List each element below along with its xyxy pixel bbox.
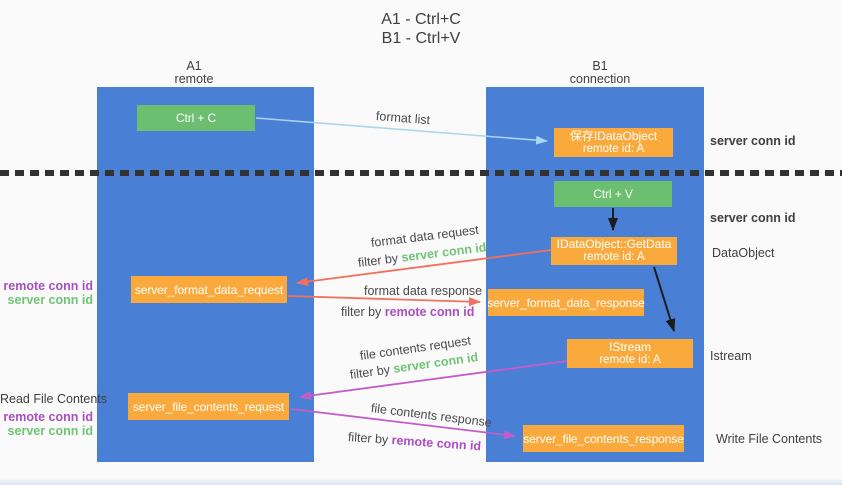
node-server-format-data-response[interactable]: server_format_data_response bbox=[487, 289, 645, 316]
node-istream-line1: IStream bbox=[608, 339, 651, 354]
node-save-idataobject-line2: remote id: A bbox=[582, 142, 645, 155]
title-line-2: B1 - Ctrl+V bbox=[381, 30, 461, 47]
format-data-response-label: format data response bbox=[364, 284, 483, 298]
remote-conn-id-label-left-1: remote conn id bbox=[3, 279, 93, 293]
read-file-contents-label: Read File Contents bbox=[0, 392, 108, 406]
filter-by-text: filter by bbox=[341, 305, 382, 319]
write-file-contents-label: Write File Contents bbox=[716, 432, 823, 446]
left-conn-id-group-2: remote conn id server conn id bbox=[0, 410, 93, 438]
column-a1-name: A1 bbox=[186, 59, 202, 73]
node-idataobject-getdata[interactable]: IDataObject::GetData remote id: A bbox=[551, 237, 677, 265]
node-server-format-data-request[interactable]: server_format_data_request bbox=[131, 276, 287, 303]
format-list-label: format list bbox=[375, 109, 431, 128]
server-conn-id-label-left-1: server conn id bbox=[7, 293, 93, 307]
server-conn-id-label-top-right: server conn id bbox=[710, 134, 796, 148]
column-b1-name: B1 bbox=[592, 59, 608, 73]
node-server-file-contents-response[interactable]: server_file_contents_response bbox=[523, 425, 684, 452]
remote-conn-id-label-left-2: remote conn id bbox=[3, 410, 93, 424]
node-ctrl-c[interactable]: Ctrl + C bbox=[137, 105, 255, 131]
server-conn-id-label-left-2: server conn id bbox=[7, 424, 93, 438]
node-ctrl-v[interactable]: Ctrl + V bbox=[554, 181, 672, 207]
remote-conn-id-text: remote conn id bbox=[384, 305, 475, 319]
file-contents-response-label: file contents response bbox=[370, 401, 493, 430]
file-contents-response-filter-label: filter by remote conn id bbox=[348, 430, 482, 453]
column-a1-subtitle: remote bbox=[174, 72, 214, 86]
column-header-a1: A1 remote bbox=[144, 60, 244, 86]
node-server-file-contents-request[interactable]: server_file_contents_request bbox=[128, 393, 289, 420]
filter-by-text: filter by bbox=[347, 430, 389, 447]
node-save-idataobject-line1: 保存IDataObject bbox=[569, 128, 658, 143]
server-conn-id-label-mid-right: server conn id bbox=[710, 211, 796, 225]
filter-by-text: filter by bbox=[357, 251, 399, 270]
node-istream[interactable]: IStream remote id: A bbox=[567, 339, 693, 368]
session-divider-dotted-line bbox=[0, 170, 842, 176]
node-getdata-line1: IDataObject::GetData bbox=[556, 237, 672, 251]
title-line-1: A1 - Ctrl+C bbox=[381, 11, 461, 28]
bottom-window-edge bbox=[0, 478, 842, 485]
node-istream-line2: remote id: A bbox=[599, 353, 661, 366]
format-data-response-filter-label: filter by remote conn id bbox=[341, 305, 474, 319]
column-b1-subtitle: connection bbox=[569, 72, 631, 86]
diagram-title: A1 - Ctrl+C B1 - Ctrl+V bbox=[0, 10, 842, 48]
node-getdata-line2: remote id: A bbox=[583, 251, 645, 263]
node-save-idataobject[interactable]: 保存IDataObject remote id: A bbox=[554, 128, 673, 157]
istream-label: Istream bbox=[710, 349, 752, 363]
read-file-contents-label-wrap: Read File Contents bbox=[0, 392, 108, 406]
column-header-b1: B1 connection bbox=[550, 60, 650, 86]
dataobject-label: DataObject bbox=[712, 246, 775, 260]
filter-by-text: filter by bbox=[349, 362, 391, 382]
left-conn-id-group-1: remote conn id server conn id bbox=[0, 279, 93, 307]
remote-conn-id-text: remote conn id bbox=[391, 433, 482, 454]
